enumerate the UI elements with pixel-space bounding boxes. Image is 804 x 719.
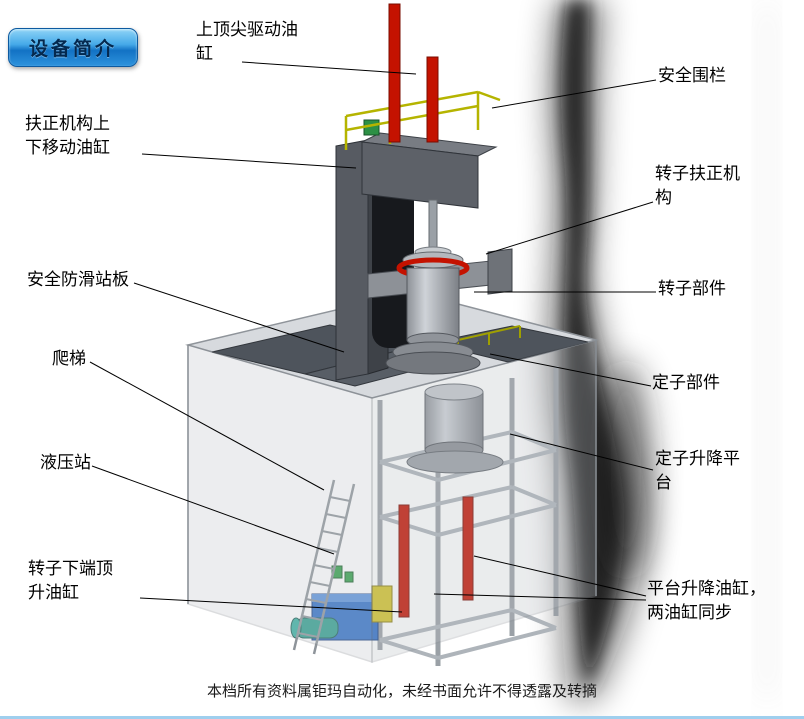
label-platform-lift-cylinders: 平台升降油缸， 两油缸同步 bbox=[647, 579, 766, 622]
ladder-structure bbox=[292, 479, 356, 655]
title-badge: 设备简介 bbox=[8, 28, 138, 67]
leader-lines bbox=[89, 61, 657, 613]
enclosure-walls bbox=[187, 339, 597, 664]
label-top-center-drive-cylinder: 上顶尖驱动油 缸 bbox=[196, 20, 298, 63]
label-hydraulic-station: 液压站 bbox=[40, 453, 91, 472]
rotor-assembly bbox=[385, 199, 481, 375]
label-anti-slip-platform: 安全防滑站板 bbox=[27, 270, 129, 289]
label-stator-parts: 定子部件 bbox=[652, 373, 720, 392]
machine-column bbox=[335, 139, 414, 381]
label-stator-lift-platform: 定子升降平 台 bbox=[655, 449, 740, 492]
label-safety-fence: 安全围栏 bbox=[658, 66, 726, 85]
bottom-rule bbox=[0, 716, 804, 719]
label-rotor-parts: 转子部件 bbox=[658, 279, 726, 298]
lift-cylinders bbox=[398, 496, 474, 618]
label-rotor-centering-mechanism: 转子扶正机 构 bbox=[655, 164, 740, 207]
stator-assembly bbox=[406, 383, 504, 474]
label-ladder: 爬梯 bbox=[52, 349, 86, 368]
smoke-shadow bbox=[547, 0, 774, 700]
label-rotor-bottom-jack-cylinder: 转子下端顶 升油缸 bbox=[28, 559, 113, 602]
confidentiality-note: 本档所有资料属钜玛自动化，未经书面允许不得透露及转摘 bbox=[206, 683, 597, 700]
label-centering-updown-cylinder: 扶正机构上 下移动油缸 bbox=[25, 114, 110, 157]
